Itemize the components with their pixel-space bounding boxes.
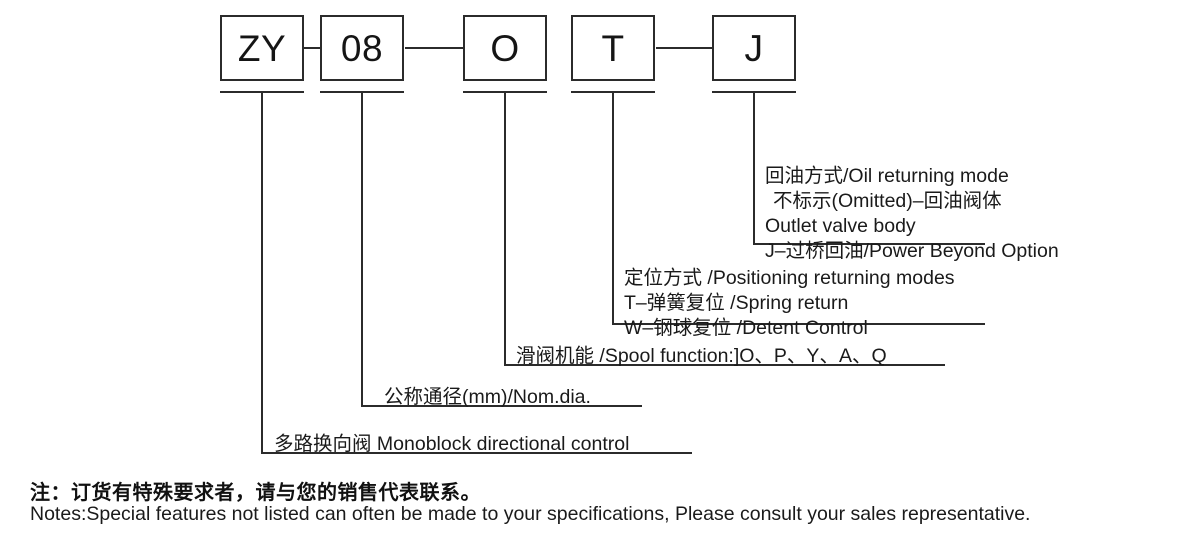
leader-underline-monoblock bbox=[261, 452, 692, 454]
code-box-bore-value: 08 bbox=[340, 27, 384, 69]
connector-dash-3 bbox=[656, 47, 712, 49]
description-positioning-modes: 定位方式 /Positioning returning modes T–弹簧复位… bbox=[624, 266, 955, 341]
leader-line-positioning bbox=[612, 91, 614, 325]
description-nominal-diameter-line-1: 公称通径(mm)/Nom.dia. bbox=[384, 386, 591, 408]
description-oil-returning-mode-line-4: J–过桥回油/Power Beyond Option bbox=[765, 240, 1059, 262]
note-english: Notes:Special features not listed can of… bbox=[30, 503, 1031, 525]
code-box-bore: 08 bbox=[320, 15, 404, 81]
description-oil-returning-mode-line-1: 回油方式/Oil returning mode bbox=[765, 165, 1009, 187]
code-box-position-value: T bbox=[601, 27, 625, 69]
code-box-prefix-value: ZY bbox=[237, 27, 287, 69]
leader-underline-positioning bbox=[612, 323, 985, 325]
description-monoblock: 多路换向阀 Monoblock directional control bbox=[274, 432, 629, 457]
leader-line-oil-mode bbox=[753, 91, 755, 245]
code-box-spool: O bbox=[463, 15, 547, 81]
connector-dash-2 bbox=[405, 47, 463, 49]
code-box-prefix: ZY bbox=[220, 15, 304, 81]
description-oil-returning-mode-line-2: 不标示(Omitted)–回油阀体 bbox=[773, 190, 1002, 212]
description-spool-function-line-1: 滑阀机能 /Spool function:]O、P、Y、A、Q bbox=[516, 345, 887, 367]
note-chinese: 注：订货有特殊要求者，请与您的销售代表联系。 bbox=[30, 482, 481, 504]
connector-dash-1 bbox=[304, 47, 320, 49]
description-positioning-modes-line-1: 定位方式 /Positioning returning modes bbox=[624, 267, 955, 289]
code-box-position: T bbox=[571, 15, 655, 81]
leader-line-monoblock bbox=[261, 91, 263, 454]
description-oil-returning-mode: 回油方式/Oil returning mode 不标示(Omitted)–回油阀… bbox=[765, 164, 1059, 264]
leader-line-spool bbox=[504, 91, 506, 366]
code-box-oil-mode-value: J bbox=[744, 27, 764, 69]
code-box-spool-value: O bbox=[490, 27, 520, 69]
description-oil-returning-mode-line-3: Outlet valve body bbox=[765, 215, 916, 237]
code-box-oil-mode: J bbox=[712, 15, 796, 81]
leader-underline-oil-mode bbox=[753, 243, 985, 245]
description-positioning-modes-line-3: W–钢球复位 /Detent Control bbox=[624, 317, 868, 339]
description-spool-function: 滑阀机能 /Spool function:]O、P、Y、A、Q bbox=[516, 344, 887, 369]
description-monoblock-line-1: 多路换向阀 Monoblock directional control bbox=[274, 433, 630, 455]
description-nominal-diameter: 公称通径(mm)/Nom.dia. bbox=[384, 385, 591, 410]
description-positioning-modes-line-2: T–弹簧复位 /Spring return bbox=[624, 292, 849, 314]
leader-underline-spool bbox=[504, 364, 945, 366]
leader-underline-nominal-diameter bbox=[361, 405, 642, 407]
leader-line-nominal-diameter bbox=[361, 91, 363, 407]
